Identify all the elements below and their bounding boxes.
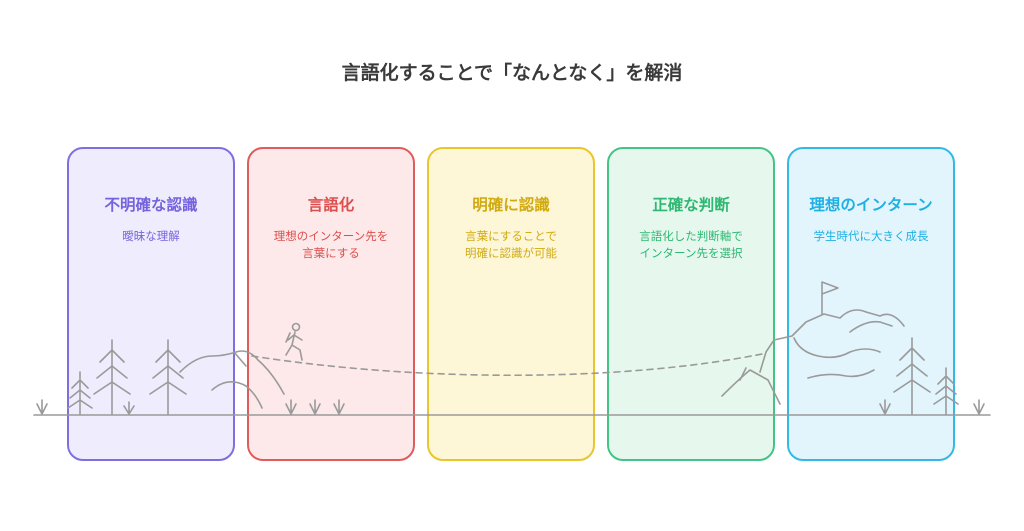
stage-card: 正確な判断言語化した判断軸でインターン先を選択 [607, 147, 775, 461]
mountain-icon [179, 350, 285, 409]
stage-description: 理想のインターン先を言葉にする [255, 228, 407, 262]
stage-description-line: 言葉にすることで [465, 229, 557, 243]
grass-icon [36, 399, 985, 415]
stage-card: 明確に認識言葉にすることで明確に認識が可能 [427, 147, 595, 461]
stage-title: 明確に認識 [472, 196, 550, 214]
journey-path [251, 353, 763, 377]
stage-description-line: 言語化した判断軸で [639, 229, 743, 243]
stage-description: 言語化した判断軸でインターン先を選択 [615, 228, 767, 262]
flag-icon [821, 281, 839, 315]
stage-title: 正確な判断 [652, 196, 730, 214]
pine-tree-icon [67, 339, 187, 415]
stage-description-line: インターン先を選択 [639, 246, 743, 260]
stage-card: 言語化理想のインターン先を言葉にする [247, 147, 415, 461]
stage-description-line: 理想のインターン先を [273, 229, 389, 243]
stage-title: 理想のインターン [809, 196, 933, 214]
stage-description-line: 学生時代に大きく成長 [813, 229, 929, 243]
stage-description-line: 曖昧な理解 [122, 229, 180, 243]
stage-description: 学生時代に大きく成長 [795, 228, 947, 245]
hiker-icon [285, 322, 303, 361]
stage-title: 不明確な認識 [104, 196, 198, 214]
stage-description-line: 言葉にする [302, 246, 360, 260]
stage-description: 言葉にすることで明確に認識が可能 [435, 228, 587, 262]
stage-description: 曖昧な理解 [75, 228, 227, 245]
mountain-icon [721, 309, 905, 405]
stage-card: 理想のインターン学生時代に大きく成長 [787, 147, 955, 461]
stage-card: 不明確な認識曖昧な理解 [67, 147, 235, 461]
stage-title: 言語化 [307, 196, 355, 214]
pine-tree-icon [893, 337, 959, 415]
page-title: 言語化することで「なんとなく」を解消 [341, 62, 683, 84]
stage-description-line: 明確に認識が可能 [465, 246, 557, 260]
